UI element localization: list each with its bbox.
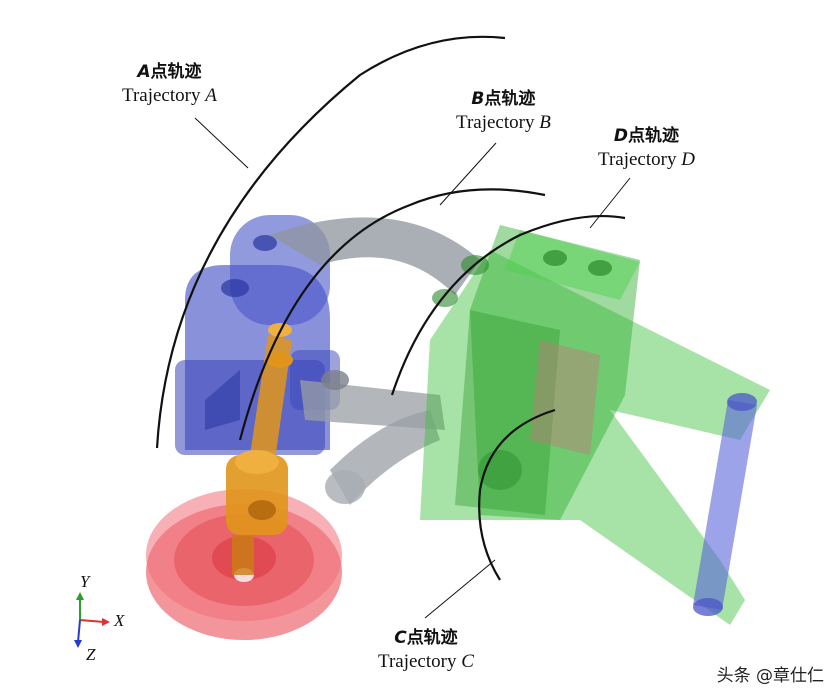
leader-line-c bbox=[424, 559, 496, 619]
label-trajectory-b: B点轨迹 Trajectory B bbox=[456, 89, 551, 133]
coordinate-triad bbox=[74, 592, 110, 648]
label-trajectory-c: C点轨迹 Trajectory C bbox=[378, 628, 474, 672]
axis-x-label: X bbox=[114, 611, 125, 630]
axis-y-label: Y bbox=[80, 572, 90, 591]
leader-line-a bbox=[194, 117, 249, 169]
label-trajectory-a: A点轨迹 Trajectory A bbox=[122, 62, 217, 106]
leader-line-d bbox=[589, 177, 631, 229]
blue-housing bbox=[175, 215, 340, 455]
blue-rod bbox=[693, 393, 757, 616]
label-trajectory-d: D点轨迹 Trajectory D bbox=[598, 126, 695, 170]
trajectory-a-curve bbox=[155, 35, 506, 449]
axis-z-label: Z bbox=[86, 645, 96, 664]
orange-shaft bbox=[226, 323, 293, 575]
leader-lines bbox=[194, 117, 631, 619]
watermark: 头条 @章仕仁 bbox=[716, 666, 824, 686]
trajectory-c-curve bbox=[478, 408, 556, 581]
green-plate bbox=[420, 225, 770, 625]
trajectory-curves bbox=[155, 35, 626, 581]
leader-line-b bbox=[439, 142, 497, 206]
trajectory-b-curve bbox=[238, 188, 546, 441]
gray-linkage bbox=[270, 217, 480, 505]
trajectory-d-curve bbox=[390, 214, 626, 396]
